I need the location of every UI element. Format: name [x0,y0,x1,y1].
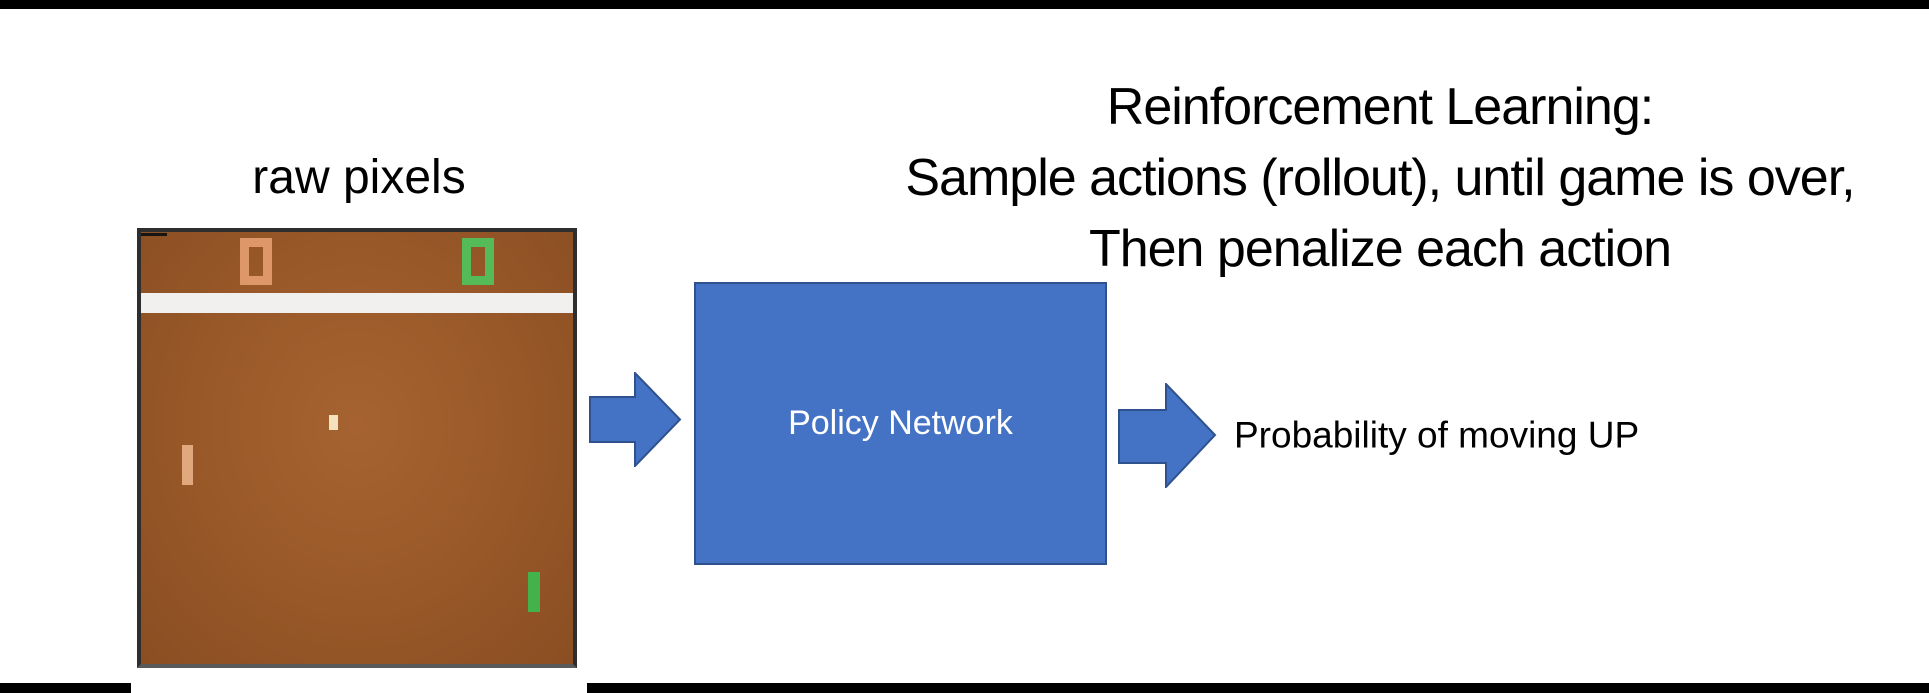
pong-paddle-right [528,572,540,612]
raw-pixels-label: raw pixels [252,150,466,204]
pong-ball [329,415,338,430]
title-line-3: Then penalize each action [1088,220,1672,278]
pong-score-right-zero [462,238,494,285]
title-line-1: Reinforcement Learning: [1106,78,1654,136]
pong-top-mark [141,233,167,236]
pong-game-screenshot [137,228,577,668]
output-arrow-icon [1118,383,1217,488]
slide-top-edge-bar [0,0,1929,9]
probability-output-label: Probability of moving UP [1234,414,1640,456]
pong-paddle-left [182,445,193,485]
input-arrow-icon [589,372,682,467]
title-line-2: Sample actions (rollout), until game is … [905,149,1855,207]
slide-bottom-edge-bar-left [0,683,131,693]
policy-network-label: Policy Network [788,404,1013,442]
slide-title: Reinforcement Learning: Sample actions (… [740,72,1929,285]
pong-score-left-zero [240,238,272,285]
policy-network-box: Policy Network [694,282,1107,565]
pong-white-band [141,293,573,313]
slide-bottom-edge-bar-right [587,683,1929,693]
